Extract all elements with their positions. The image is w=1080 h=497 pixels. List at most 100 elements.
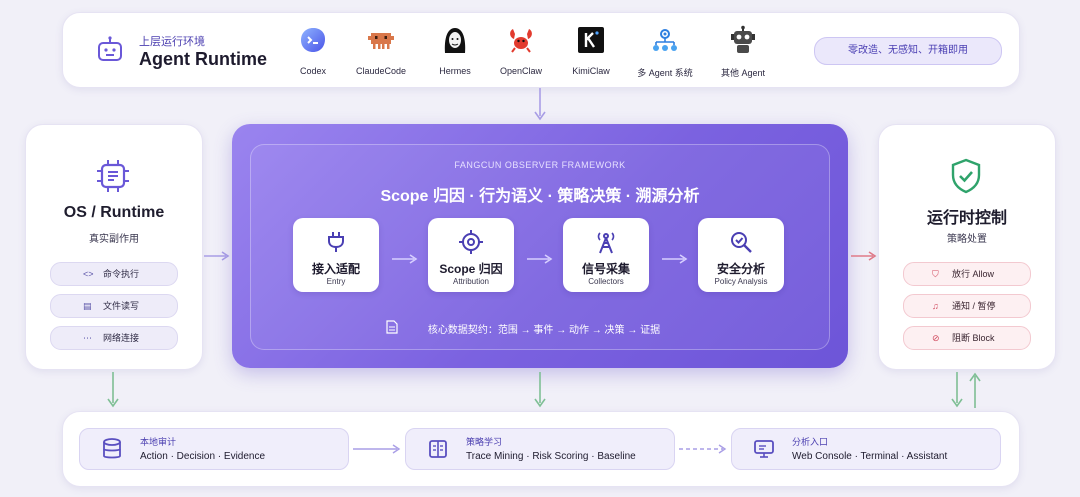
shield-icon: ⛉ (932, 269, 939, 279)
plug-icon (328, 232, 344, 252)
bottom-title: 本地审计 (140, 437, 177, 447)
antenna-icon (597, 232, 615, 254)
agent-kimiclaw: KimiClaw (551, 25, 631, 76)
stage-policy-analysis: 安全分析 Policy Analysis (698, 218, 784, 292)
control-item-block: ⊘ 阻断 Block (903, 326, 1031, 350)
stage-english: Entry (326, 277, 346, 286)
connector-right-arrow (851, 251, 877, 261)
agent-label: 多 Agent 系统 (637, 68, 693, 78)
connector-down-arrow (951, 372, 963, 408)
codex-icon (301, 28, 325, 52)
agent-label: OpenClaw (499, 66, 543, 76)
os-item-label: 命令执行 (103, 269, 140, 279)
stage-name: Scope 归因 (439, 262, 503, 276)
contract-flow: 范围 → 事件 → 动作 → 决策 → 证据 (497, 325, 661, 336)
stage-collectors: 信号采集 Collectors (563, 218, 649, 292)
observer-framework-panel: FANGCUN OBSERVER FRAMEWORK Scope 归因 · 行为… (232, 124, 848, 368)
agent-other: 其他 Agent (703, 25, 783, 79)
runtime-title: Agent Runtime (139, 49, 267, 69)
control-item-allow: ⛉ 放行 Allow (903, 262, 1031, 286)
hermes-icon (444, 28, 466, 53)
control-item-label: 放行 Allow (952, 269, 995, 279)
stage-name: 信号采集 (581, 262, 630, 276)
multi-agent-icon (653, 29, 677, 51)
framework-headline: Scope 归因 · 行为语义 · 策略决策 · 溯源分析 (380, 188, 700, 205)
connector-down-arrow (107, 372, 119, 408)
agent-label: KimiClaw (572, 66, 610, 76)
control-item-label: 阻断 Block (952, 333, 995, 343)
kimiclaw-icon (578, 27, 604, 53)
control-item-label: 通知 / 暂停 (952, 301, 996, 311)
openclaw-icon (510, 29, 532, 53)
robot-icon (98, 36, 122, 61)
zero-change-pill: 零改造、无感知、开箱即用 (814, 37, 1002, 65)
connector-right-arrow (353, 444, 401, 454)
flow-arrow (527, 254, 553, 264)
analysis-panel: 本地审计 Action · Decision · Evidence 策略学习 T… (62, 411, 1020, 487)
stage-attribution: Scope 归因 Attribution (428, 218, 514, 292)
agent-label: 其他 Agent (720, 68, 766, 78)
control-subtitle: 策略处置 (947, 234, 987, 245)
bottom-title: 策略学习 (466, 437, 503, 447)
analysis-entry-box: 分析入口 Web Console · Terminal · Assistant (731, 428, 1001, 470)
framework-eyebrow: FANGCUN OBSERVER FRAMEWORK (454, 160, 626, 170)
share-icon: ⋯ (83, 333, 92, 343)
stage-name: 安全分析 (716, 262, 765, 276)
target-icon (459, 230, 483, 254)
connector-dashed-arrow (679, 444, 727, 454)
flow-arrow (662, 254, 688, 264)
stage-name: 接入适配 (311, 262, 360, 276)
bottom-sub: Trace Mining · Risk Scoring · Baseline (466, 451, 636, 462)
bottom-sub: Web Console · Terminal · Assistant (792, 451, 948, 462)
os-item-file: ▤ 文件读写 (50, 294, 178, 318)
magnifier-icon (731, 232, 752, 253)
bottom-sub: Action · Decision · Evidence (140, 451, 266, 462)
stage-entry: 接入适配 Entry (293, 218, 379, 292)
data-contract: 核心数据契约：范围 → 事件 → 动作 → 决策 → 证据 (232, 321, 848, 336)
stage-english: Attribution (452, 277, 490, 286)
bell-icon: ♫ (932, 301, 939, 311)
os-subtitle: 真实副作用 (89, 234, 139, 245)
database-icon (103, 438, 121, 459)
contract-label: 核心数据契约： (427, 325, 498, 336)
file-icon: ▤ (83, 301, 92, 311)
os-item-label: 网络连接 (103, 333, 140, 343)
connector-down-arrow (534, 88, 546, 121)
claudecode-icon (368, 33, 394, 49)
flow-arrow (392, 254, 418, 264)
stage-english: Collectors (588, 277, 624, 286)
agent-label: Codex (299, 66, 326, 76)
stage-english: Policy Analysis (714, 277, 768, 286)
policy-learning-box: 策略学习 Trace Mining · Risk Scoring · Basel… (405, 428, 675, 470)
agent-runtime-panel: 上层运行环境 Agent Runtime Codex ClaudeCode (62, 12, 1020, 88)
document-icon (386, 320, 398, 334)
agent-label: ClaudeCode (355, 66, 407, 76)
bottom-title: 分析入口 (792, 437, 829, 447)
os-runtime-panel: OS / Runtime 真实副作用 <> 命令执行 ▤ 文件读写 ⋯ 网络连接 (25, 124, 203, 370)
block-icon: ⊘ (932, 333, 940, 343)
chip-icon (97, 160, 129, 192)
runtime-control-panel: 运行时控制 策略处置 ⛉ 放行 Allow ♫ 通知 / 暂停 ⊘ 阻断 Blo… (878, 124, 1056, 370)
control-item-notify: ♫ 通知 / 暂停 (903, 294, 1031, 318)
agent-claudecode: ClaudeCode (341, 25, 421, 76)
os-item-network: ⋯ 网络连接 (50, 326, 178, 350)
os-item-label: 文件读写 (103, 301, 140, 311)
robot-icon (731, 25, 755, 53)
connector-down-arrow (534, 372, 546, 408)
connector-right-arrow (204, 251, 230, 261)
agent-multi: 多 Agent 系统 (625, 25, 705, 79)
monitor-icon (754, 440, 774, 458)
runtime-subtitle: 上层运行环境 (139, 36, 205, 48)
os-item-command: <> 命令执行 (50, 262, 178, 286)
code-icon: <> (83, 269, 94, 279)
agent-hermes: Hermes (415, 25, 495, 76)
connector-up-arrow (969, 372, 981, 408)
local-audit-box: 本地审计 Action · Decision · Evidence (79, 428, 349, 470)
book-icon (429, 440, 447, 458)
os-title: OS / Runtime (63, 204, 165, 221)
shield-check-icon (951, 158, 981, 194)
agent-codex: Codex (273, 25, 353, 76)
control-title: 运行时控制 (926, 210, 1007, 227)
agent-label: Hermes (439, 66, 471, 76)
agent-openclaw: OpenClaw (481, 25, 561, 76)
